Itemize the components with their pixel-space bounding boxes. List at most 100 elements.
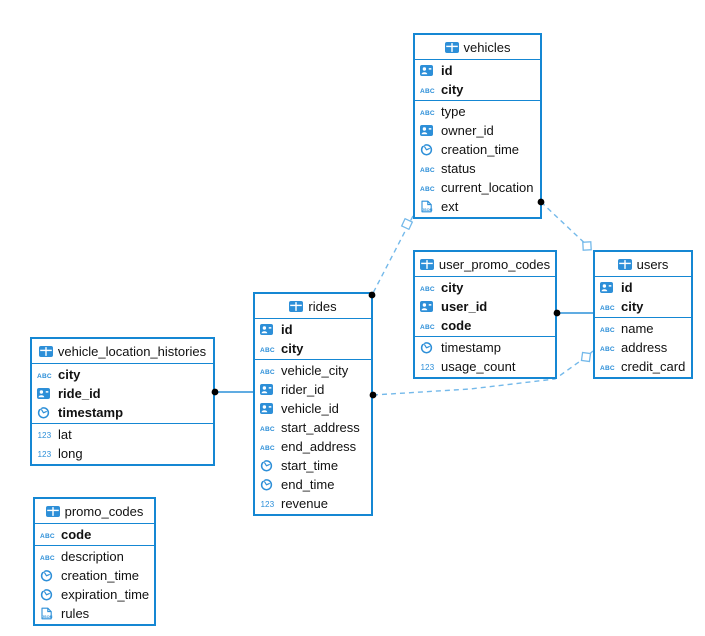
column-ride_id[interactable]: ride_id [32, 384, 213, 403]
column-label: city [441, 82, 464, 97]
column-label: code [441, 318, 472, 333]
entity-header[interactable]: promo_codes [35, 499, 154, 524]
entity-header[interactable]: vehicle_location_histories [32, 339, 213, 364]
column-owner_id[interactable]: owner_id [415, 121, 540, 140]
table-icon [419, 258, 434, 270]
column-label: current_location [441, 180, 534, 195]
column-expiration_time[interactable]: expiration_time [35, 585, 154, 604]
abc-icon: ABC [40, 552, 56, 562]
column-label: credit_card [621, 359, 686, 374]
abc-icon: ABC [420, 85, 436, 95]
id-badge-icon [37, 388, 53, 399]
column-label: ride_id [58, 386, 101, 401]
column-creation_time[interactable]: creation_time [35, 566, 154, 585]
id-badge-icon [420, 301, 436, 312]
column-timestamp[interactable]: timestamp [32, 403, 213, 422]
svg-text:ABC: ABC [40, 533, 55, 540]
id-badge-icon [420, 125, 436, 136]
svg-text:123: 123 [38, 450, 52, 459]
id-badge-icon [260, 324, 276, 335]
entity-title: rides [308, 298, 337, 314]
column-id[interactable]: id [415, 61, 540, 80]
column-address[interactable]: ABC address [595, 338, 691, 357]
svg-text:123: 123 [421, 363, 435, 372]
column-start_address[interactable]: ABC start_address [255, 418, 371, 437]
entity-header[interactable]: vehicles [415, 35, 540, 60]
column-label: owner_id [441, 123, 494, 138]
column-lat[interactable]: 123 lat [32, 425, 213, 444]
entity-title: promo_codes [64, 503, 144, 519]
column-timestamp[interactable]: timestamp [415, 338, 555, 357]
column-description[interactable]: ABC description [35, 547, 154, 566]
svg-text:ABC: ABC [420, 286, 435, 293]
column-label: rider_id [281, 382, 325, 397]
column-vehicle_id[interactable]: vehicle_id [255, 399, 371, 418]
abc-icon: ABC [260, 423, 276, 433]
column-label: city [58, 367, 81, 382]
entity-header[interactable]: rides [255, 294, 371, 319]
svg-text:ABC: ABC [420, 324, 435, 331]
entity-header[interactable]: user_promo_codes [415, 252, 555, 277]
entity-header[interactable]: users [595, 252, 691, 277]
column-id[interactable]: id [595, 278, 691, 297]
column-user_id[interactable]: user_id [415, 297, 555, 316]
column-end_time[interactable]: end_time [255, 475, 371, 494]
svg-text:ABC: ABC [600, 327, 615, 334]
abc-icon: ABC [420, 321, 436, 331]
column-start_time[interactable]: start_time [255, 456, 371, 475]
svg-text:ABC: ABC [260, 426, 275, 433]
column-label: address [621, 340, 668, 355]
column-label: id [621, 280, 633, 295]
svg-text:ABC: ABC [40, 555, 55, 562]
column-id[interactable]: id [255, 320, 371, 339]
column-label: id [441, 63, 453, 78]
abc-icon: ABC [600, 343, 616, 353]
column-label: usage_count [441, 359, 516, 374]
abc-icon: ABC [260, 442, 276, 452]
id-badge-icon [600, 282, 616, 293]
svg-text:123: 123 [38, 431, 52, 440]
column-label: start_address [281, 420, 360, 435]
relation-rides-users [372, 350, 594, 396]
entity-title: vehicle_location_histories [57, 343, 207, 359]
clock-icon [260, 478, 276, 491]
id-badge-icon [420, 65, 436, 76]
column-label: lat [58, 427, 72, 442]
abc-icon: ABC [260, 344, 276, 354]
column-creation_time[interactable]: creation_time [415, 140, 540, 159]
svg-text:ABC: ABC [420, 88, 435, 95]
column-rider_id[interactable]: rider_id [255, 380, 371, 399]
column-city[interactable]: ABC city [415, 80, 540, 99]
column-code[interactable]: ABC code [415, 316, 555, 335]
column-credit_card[interactable]: ABC credit_card [595, 357, 691, 376]
column-label: description [61, 549, 124, 564]
abc-icon: ABC [600, 362, 616, 372]
abc-icon: ABC [420, 164, 436, 174]
column-usage_count[interactable]: 123 usage_count [415, 357, 555, 376]
num-icon: 123 [37, 429, 53, 440]
entity-title: user_promo_codes [438, 256, 551, 272]
